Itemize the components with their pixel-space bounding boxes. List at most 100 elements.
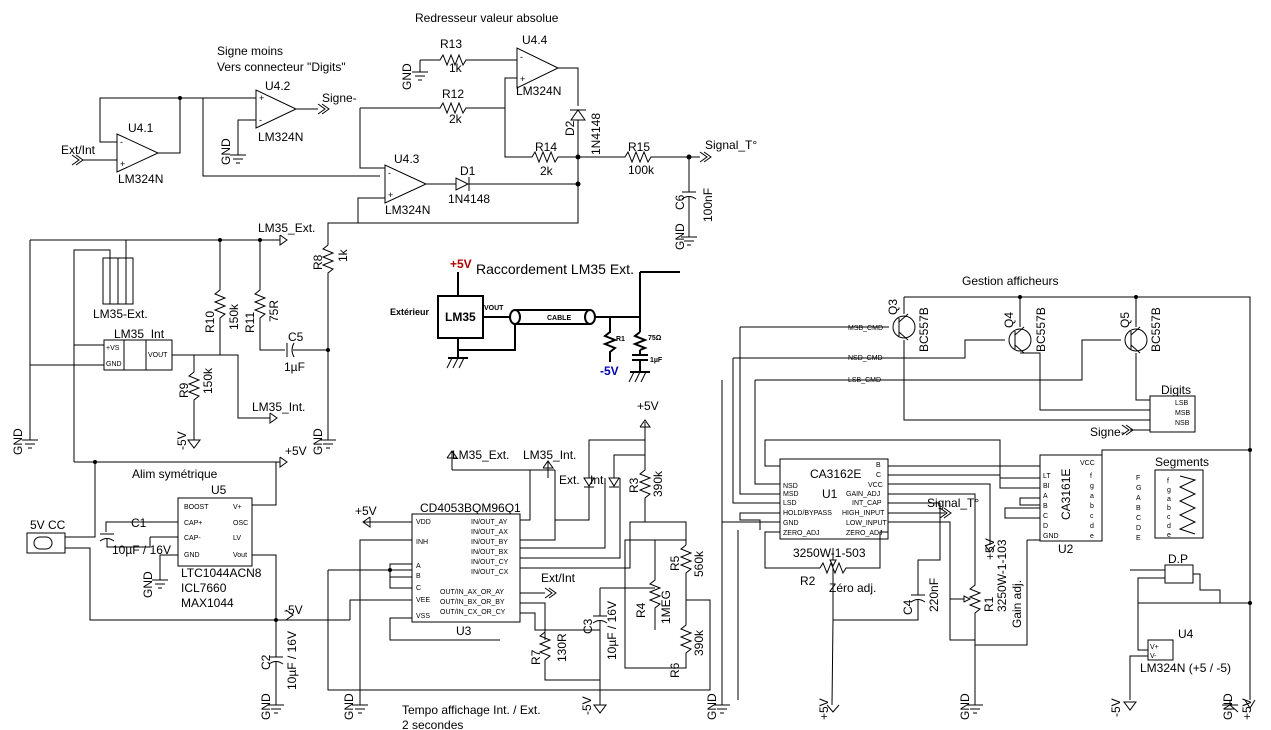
heading-vers-digits: Vers connecteur "Digits" — [217, 60, 346, 74]
u4-vp: V+ — [1150, 644, 1159, 651]
u1-pin-zero: ZERO_ADJ — [783, 530, 820, 537]
seg-pin-g: g — [1167, 487, 1171, 494]
u3-pin-ccx: IN/OUT_CX — [471, 569, 509, 576]
r14-ref: R14 — [535, 140, 557, 154]
u43-ref: U4.3 — [394, 152, 420, 166]
u5-pin-vp: V+ — [233, 504, 242, 511]
svg-text:E: E — [1136, 535, 1141, 542]
d2-part: 1N4148 — [589, 113, 603, 155]
u41-part: LM324N — [118, 172, 163, 186]
net-ext-int: Ext/Int — [61, 143, 96, 157]
lm35ext-plus5: +5V — [450, 257, 472, 271]
u3-pin-bby: IN/OUT_BY — [471, 539, 508, 546]
u2-pin-f: f — [1090, 473, 1092, 480]
q5-part: BC557B — [1149, 307, 1163, 352]
connector-5vcc-label: 5V CC — [30, 518, 66, 532]
transistor-q5: Q5 BC557B — [1118, 307, 1163, 354]
d1-ref: D1 — [460, 164, 476, 178]
led-int-label: Int. — [590, 473, 607, 487]
net-lm35-ext-b: LM35_Ext. — [452, 448, 509, 462]
u5-part3: MAX1044 — [181, 596, 234, 610]
u2-pin-g: g — [1090, 483, 1094, 490]
u3-pin-a: A — [416, 563, 421, 570]
opamp-u42: +- U4.2 LM324N — [255, 79, 303, 144]
dp-title: D.P — [1168, 552, 1188, 566]
r2-value: 3250W-1-503 — [793, 546, 866, 560]
svg-text:+: + — [259, 93, 264, 103]
u2-part: CA3161E — [1059, 469, 1073, 520]
u1-pin-hold: HOLD/BYPASS — [783, 510, 832, 517]
p5v-u1: +5V — [983, 538, 997, 560]
gnd-u5: GND — [141, 571, 155, 598]
u5-pin-lv: LV — [233, 535, 241, 542]
r4-ref: R4 — [634, 602, 648, 618]
p5v-r3: +5V — [637, 399, 659, 413]
u3-pin-b: B — [416, 573, 421, 580]
lm35ext-chip — [437, 295, 484, 339]
u44-part: LM324N — [516, 84, 561, 98]
r7-value: 130R — [555, 633, 569, 662]
r10-value: 150k — [227, 303, 241, 330]
u3-pin-c: C — [416, 585, 421, 592]
u2-pin-d: D — [1043, 523, 1048, 530]
u5-ref: U5 — [211, 483, 227, 497]
u4-label: LM324N (+5 / -5) — [1140, 661, 1231, 675]
gnd-right: GND — [1221, 693, 1235, 720]
net-lm35-int-b: LM35_Int. — [523, 448, 576, 462]
u1-pin-lsd: LSD — [783, 500, 797, 507]
u2-pin-lt: LT — [1043, 473, 1051, 480]
u5-pin-capp: CAP+ — [184, 520, 202, 527]
r5-value: 560k — [692, 550, 706, 577]
svg-text:+: + — [520, 74, 525, 84]
lm35ext-res: 75Ω — [648, 335, 662, 342]
u3-pin-outb: OUT/IN_BX_OR_BY — [440, 599, 505, 606]
adj-gain: Gain adj. — [1010, 580, 1024, 628]
m5v-alim: -5V — [284, 603, 303, 617]
u5-pin-vout: Vout — [233, 552, 247, 559]
opamp-u41: -+ U4.1 LM324N — [116, 121, 163, 186]
u2-pin-b: B — [1043, 503, 1048, 510]
lm35ext-minus5: -5V — [600, 364, 619, 378]
u3-pin-aay: IN/OUT_AY — [471, 519, 508, 526]
u1-pin-intcap: INT_CAP — [852, 500, 882, 507]
p5v-alim: +5V — [285, 444, 307, 458]
c4-value: 220nF — [927, 578, 941, 612]
led-ext-label: Ext. — [559, 473, 580, 487]
u3-pin-aax: IN/OUT_AX — [471, 529, 508, 536]
u3-pin-outa: OUT/IN_AX_OR_AY — [440, 589, 504, 596]
net-signal-t: Signal_T° — [705, 138, 757, 152]
u3-pin-outc: OUT/IN_CX_OR_CY — [440, 609, 506, 616]
lm35-int-vs: +VS — [106, 345, 120, 352]
connector-lm35-ext-label: LM35-Ext. — [93, 307, 148, 321]
r13-value: 1k — [449, 61, 463, 75]
c1-value: 10µF / 16V — [112, 543, 171, 557]
d1-part: 1N4148 — [448, 192, 490, 206]
r6-value: 390k — [692, 629, 706, 656]
u2-ref: U2 — [1058, 542, 1074, 556]
seg-pin-d: d — [1167, 523, 1171, 530]
segments-title: Segments — [1155, 455, 1209, 469]
gnd-u1: GND — [705, 693, 719, 720]
r8-ref: R8 — [311, 254, 325, 270]
net-nsd-cmd: NSD_CMD — [848, 355, 883, 362]
svg-text:G: G — [1136, 485, 1141, 492]
u2-pin-gnd: GND — [1043, 533, 1059, 540]
svg-text:A: A — [1136, 495, 1141, 502]
r5-ref: R5 — [668, 555, 682, 571]
u4-chip — [1147, 639, 1174, 661]
heading-gestion: Gestion afficheurs — [962, 274, 1059, 288]
net-signe-b: Signe- — [1090, 425, 1125, 439]
r14-value: 2k — [540, 164, 554, 178]
lm35-int-chip — [103, 339, 173, 371]
opamp-u44: -+ U4.4 LM324N — [516, 33, 561, 98]
q4-part: BC557B — [1034, 307, 1048, 352]
u3-chip — [411, 513, 521, 623]
r3-ref: R3 — [627, 477, 641, 493]
svg-text:+: + — [388, 190, 393, 200]
u3-ref: U3 — [456, 624, 472, 638]
c4-ref: C4 — [901, 599, 915, 615]
d2-ref: D2 — [563, 120, 577, 136]
net-signal-t-b: Signal_T° — [927, 496, 979, 510]
r1-value: 3250W-1-103 — [995, 539, 1009, 612]
svg-text:-: - — [388, 168, 391, 178]
